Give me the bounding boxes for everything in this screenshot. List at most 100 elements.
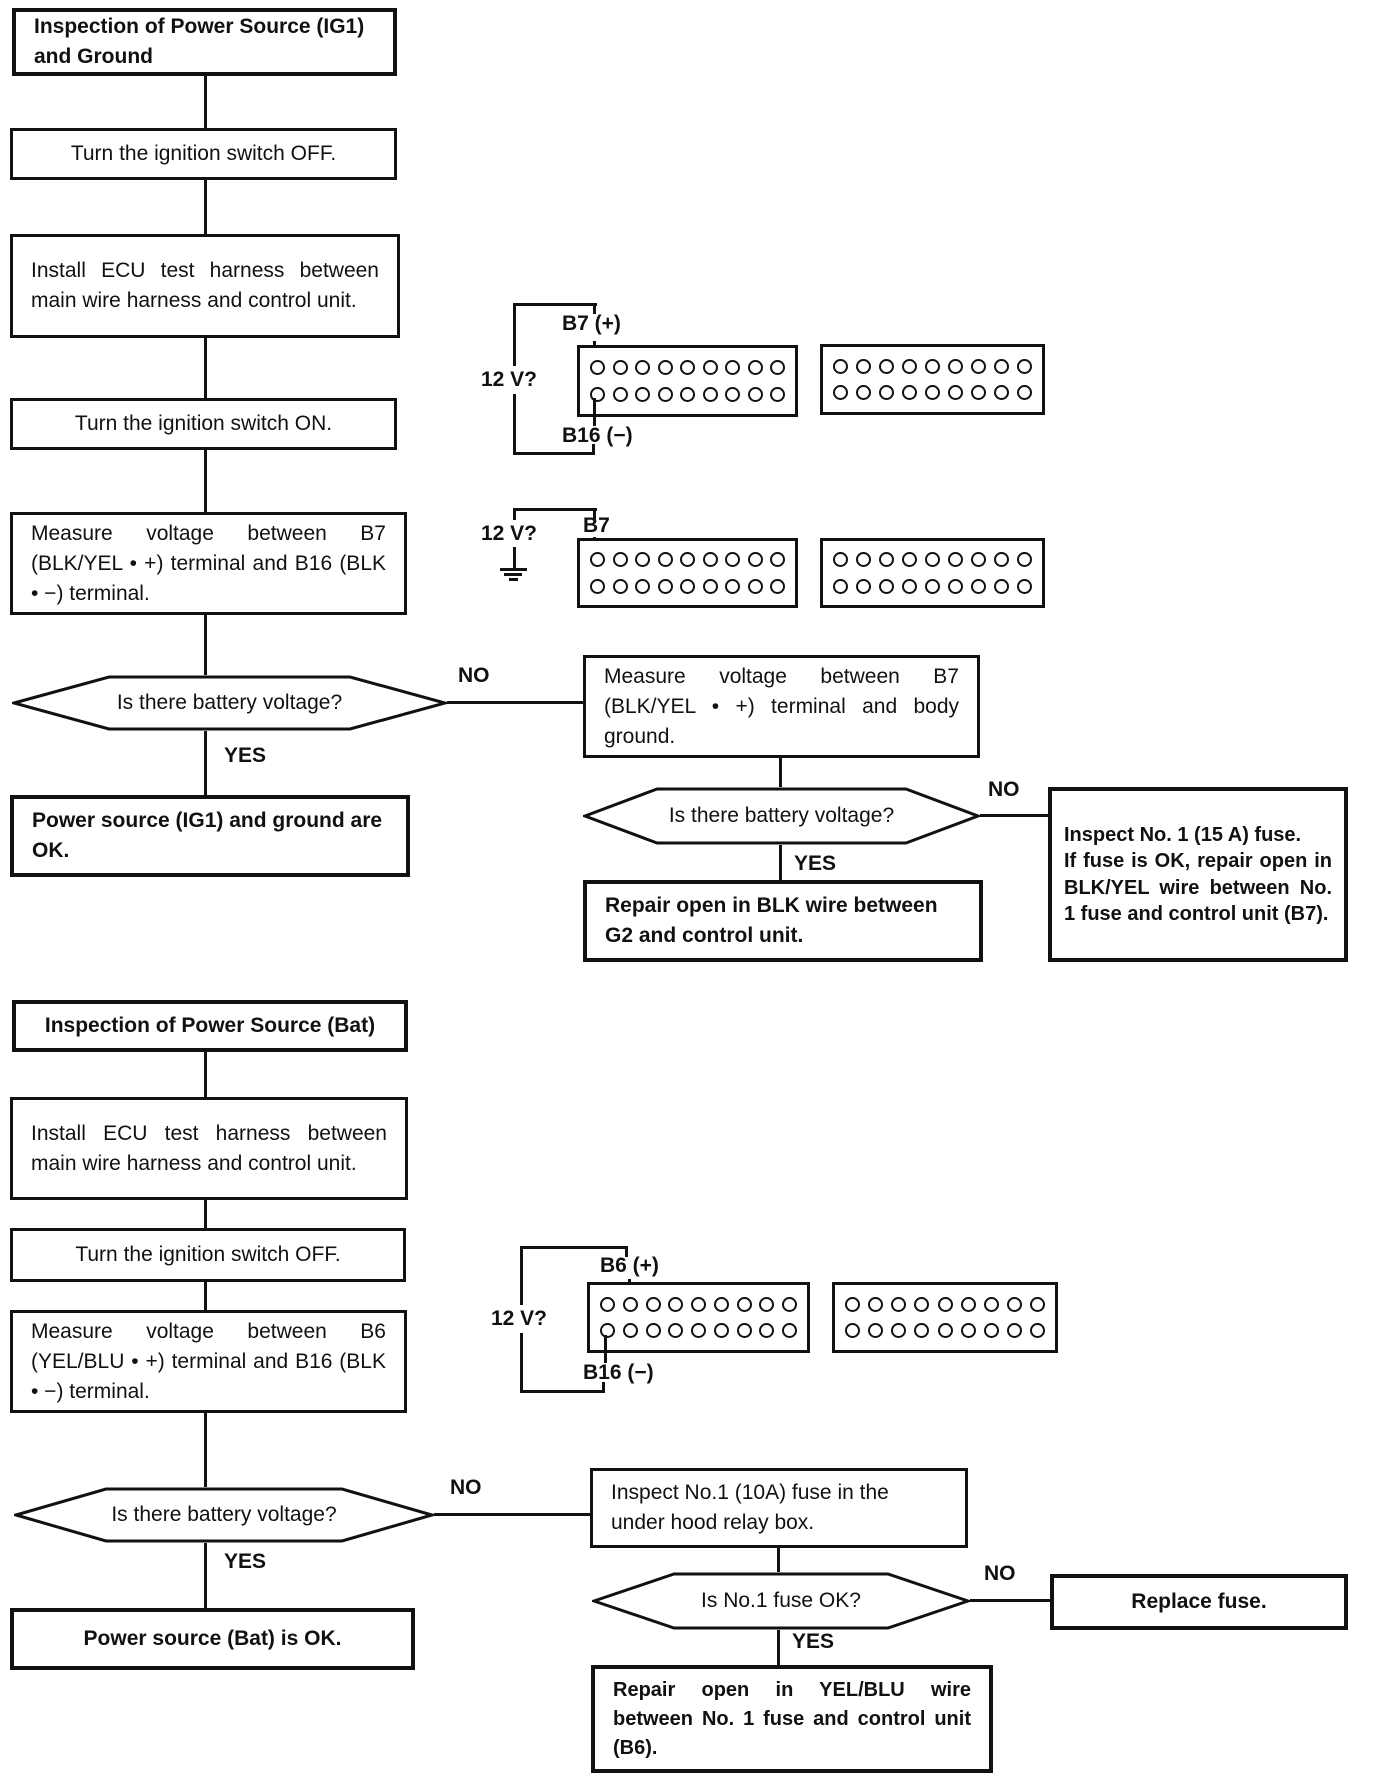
decision-text: Is there battery voltage?: [668, 804, 895, 827]
yes-label: YES: [224, 1550, 267, 1573]
connector-line: [777, 1630, 780, 1665]
connector-pin: [971, 358, 986, 374]
connector-pin: [680, 360, 695, 375]
connector-pin: [856, 385, 871, 401]
connector-line: [980, 814, 1048, 817]
connector-line: [204, 1543, 207, 1608]
connector-pin: [657, 387, 673, 402]
probe-bracket: [520, 1390, 605, 1393]
title-bat-text: Inspection of Power Source (Bat): [44, 1014, 376, 1037]
decision-battery-voltage-bat: Is there battery voltage?: [14, 1487, 434, 1543]
connector-pin-row: [845, 1323, 1045, 1339]
connector-pin: [937, 1323, 953, 1339]
connector-pin: [770, 360, 785, 375]
connector-pin: [668, 1296, 684, 1312]
action-text-line2: If fuse is OK, repair open in BLK/YEL wi…: [1064, 850, 1332, 925]
step-measure-b7-body-ground: Measure voltage between B7 (BLK/YEL • +)…: [583, 655, 980, 758]
connector-pin: [680, 578, 695, 594]
connector-pin: [691, 1323, 706, 1339]
connector-pin: [856, 578, 871, 594]
pin-label-b7-plus: B7 (+): [562, 312, 621, 335]
connector-pin: [891, 1323, 907, 1339]
connector-line: [204, 1413, 207, 1487]
hexagon-shape: [14, 1487, 434, 1543]
connector-pin: [1006, 1323, 1022, 1339]
connector-pin: [994, 578, 1009, 594]
connector-pin: [736, 1323, 752, 1339]
ecu-connector-right: [820, 538, 1045, 608]
ecu-connector-left: [587, 1282, 810, 1353]
connector-pin: [891, 1296, 907, 1312]
connector-pin: [635, 387, 650, 402]
probe-bracket: [625, 1246, 628, 1257]
connector-pin: [914, 1296, 930, 1312]
connector-pin: [902, 385, 917, 401]
connector-pin: [994, 358, 1009, 374]
connector-pin: [736, 1296, 752, 1312]
hexagon-shape: [12, 675, 447, 731]
connector-pin: [747, 552, 763, 568]
probe-bracket: [513, 303, 597, 306]
connector-pin: [856, 358, 871, 374]
step-install-harness: Install ECU test harness between main wi…: [10, 234, 400, 338]
connector-pin-row: [590, 360, 785, 375]
connector-pin: [1017, 358, 1032, 374]
connector-pin: [948, 358, 963, 374]
connector-pin: [1017, 385, 1032, 401]
connector-pin: [702, 552, 718, 568]
connector-pin: [1030, 1296, 1045, 1312]
connector-pin: [948, 385, 963, 401]
connector-line: [204, 450, 207, 512]
connector-pin: [612, 360, 628, 375]
connector-pin: [590, 552, 605, 568]
connector-pin: [668, 1323, 684, 1339]
step-text: Measure voltage between B7 (BLK/YEL • +)…: [604, 664, 959, 748]
connector-pin: [702, 387, 718, 402]
ecu-connector-right: [832, 1282, 1058, 1353]
action-text-line1: Inspect No. 1 (15 A) fuse.: [1064, 823, 1302, 846]
probe-bracket: [593, 303, 596, 314]
result-text: Power source (Bat) is OK.: [83, 1627, 342, 1650]
title-ig1-text: Inspection of Power Source (IG1) and Gro…: [34, 15, 365, 68]
probe-bracket: [592, 444, 595, 455]
connector-pin: [725, 360, 740, 375]
voltage-question-label: 12 V?: [470, 520, 548, 547]
probe-bracket: [593, 508, 596, 519]
connector-pin: [657, 578, 673, 594]
decision-battery-voltage-body: Is there battery voltage?: [583, 787, 980, 845]
connector-pin: [902, 578, 917, 594]
probe-pin-line: [604, 1335, 607, 1363]
decision-fuse-ok: Is No.1 fuse OK?: [592, 1572, 970, 1630]
voltage-question-label: 12 V?: [468, 366, 550, 394]
connector-pin: [971, 578, 986, 594]
connector-pin: [868, 1323, 884, 1339]
probe-bracket: [602, 1382, 605, 1393]
connector-pin-row: [590, 578, 785, 594]
action-repair-yelblu-wire: Repair open in YEL/BLU wire between No. …: [591, 1665, 993, 1773]
connector-line: [204, 1282, 207, 1310]
connector-pin-row: [833, 385, 1032, 401]
step-inspect-fuse-10a: Inspect No.1 (10A) fuse in the under hoo…: [590, 1468, 968, 1548]
connector-pin: [879, 385, 894, 401]
connector-pin: [914, 1323, 930, 1339]
connector-line: [204, 338, 207, 398]
connector-pin: [833, 358, 848, 374]
action-replace-fuse: Replace fuse.: [1050, 1574, 1348, 1630]
connector-pin: [1030, 1323, 1045, 1339]
connector-pin-row: [590, 387, 785, 402]
connector-pin: [770, 552, 785, 568]
connector-pin: [635, 360, 650, 375]
connector-pin: [680, 387, 695, 402]
connector-pin: [994, 552, 1009, 568]
connector-pin: [902, 552, 917, 568]
connector-line: [204, 76, 207, 128]
connector-pin: [657, 360, 673, 375]
connector-pin: [994, 385, 1009, 401]
connector-pin: [759, 1296, 775, 1312]
connector-pin-row: [600, 1323, 797, 1339]
connector-pin: [747, 360, 763, 375]
connector-pin: [971, 552, 986, 568]
yes-label: YES: [224, 744, 267, 767]
step-text: Turn the ignition switch ON.: [74, 412, 333, 435]
ground-symbol: [500, 568, 527, 571]
